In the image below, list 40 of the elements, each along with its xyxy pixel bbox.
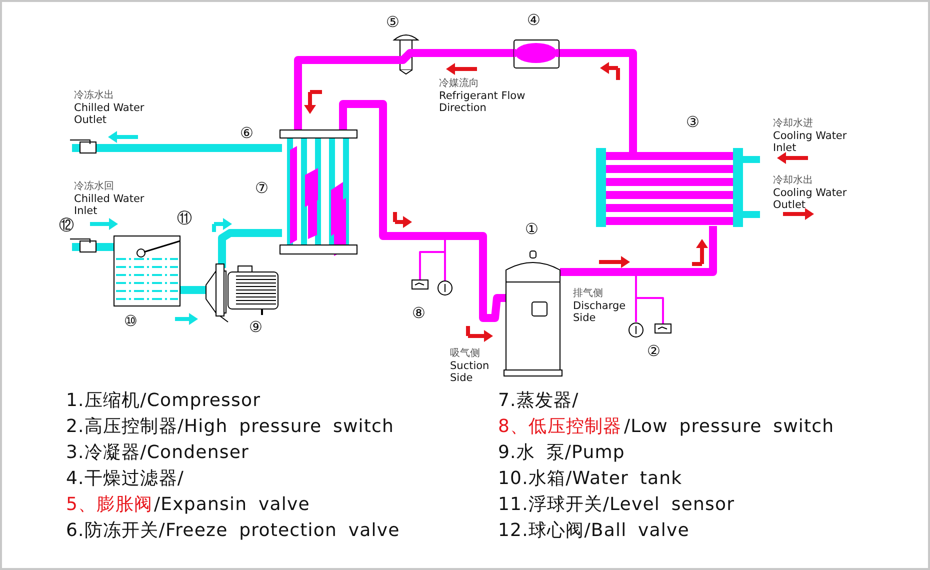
part-label: 1.压缩机/Compressor <box>66 391 261 412</box>
annotation-label: 冷冻水出 <box>74 90 114 102</box>
annotation-label: Refrigerant Flow Direction <box>439 90 526 114</box>
part-label: 2.高压控制器/High pressure switch <box>66 417 394 438</box>
callout-number: ⑧ <box>412 305 426 322</box>
part-label: 9.水 泵/Pump <box>498 443 625 464</box>
part-label: 5、膨胀阀 <box>66 495 152 516</box>
annotation-label: Cooling Water Inlet <box>773 130 848 154</box>
part-label: 10.水箱/Water tank <box>498 469 682 490</box>
annotation-label: 冷却水进 <box>773 118 813 130</box>
callout-number: ④ <box>527 12 540 30</box>
part-label: /Expansin valve <box>154 495 310 516</box>
annotation-label: 冷冻水回 <box>74 181 114 192</box>
part-label: 11.浮球开关/Level sensor <box>498 495 735 516</box>
callout-number: ⑦ <box>255 180 268 198</box>
annotation-label: Chilled Water Inlet <box>74 193 146 218</box>
annotation-label: Cooling Water Outlet <box>773 187 848 212</box>
callout-number: ⑫ <box>59 217 74 234</box>
part-label: 3.冷凝器/Condenser <box>66 443 249 464</box>
annotation-label: 吸气侧 <box>450 348 480 360</box>
annotation-label: Discharge Side <box>573 300 627 324</box>
callout-number: ⑩ <box>124 313 138 330</box>
annotation-label: Chilled Water Outlet <box>74 102 146 126</box>
annotation-label: 排气侧 <box>573 288 603 300</box>
part-label: /Low pressure switch <box>624 417 834 438</box>
callout-number: ⑪ <box>177 210 192 228</box>
part-label: 12.球心阀/Ball valve <box>498 521 690 542</box>
part-label: 4.干燥过滤器/ <box>66 469 184 490</box>
part-label: 7.蒸发器/ <box>498 391 579 412</box>
part-label: 6.防冻开关/Freeze protection valve <box>66 521 400 542</box>
callout-number: ⑤ <box>386 14 400 32</box>
annotation-label: Suction Side <box>450 360 490 384</box>
part-label: 8、低压控制器 <box>498 417 622 438</box>
callout-number: ③ <box>686 114 700 132</box>
callout-number: ② <box>647 343 660 360</box>
callout-number: ⑥ <box>240 125 254 142</box>
callout-number: ① <box>525 221 538 238</box>
callout-number: ⑨ <box>249 319 262 336</box>
annotation-label: 冷媒流向 <box>439 78 479 90</box>
annotation-label: 冷却水出 <box>773 175 813 186</box>
